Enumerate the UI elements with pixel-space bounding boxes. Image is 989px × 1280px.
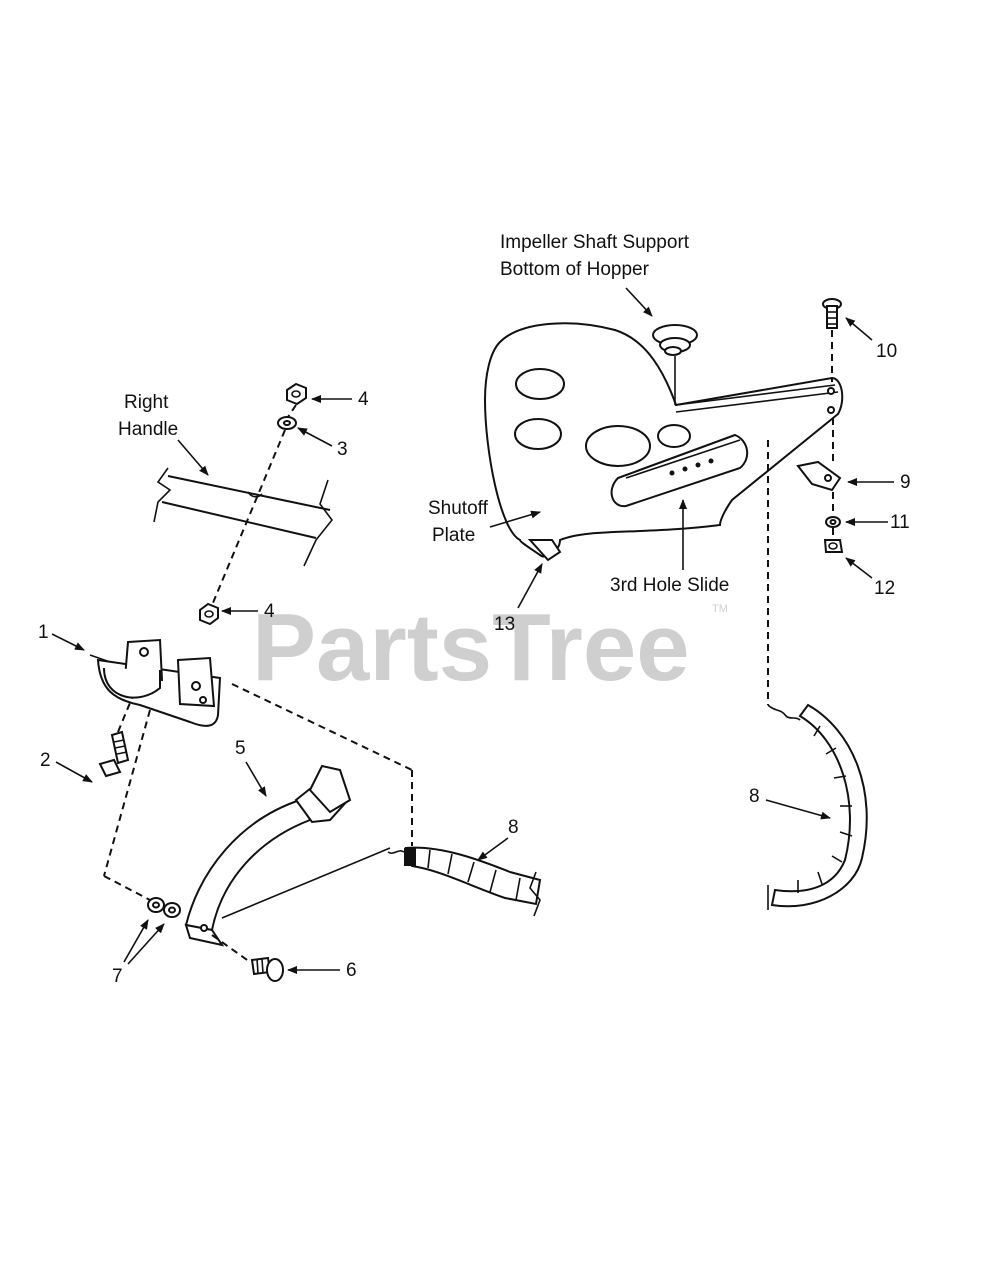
callout-1: 1 (38, 622, 85, 651)
callout-2: 2 (40, 750, 93, 783)
label-shutoff-plate: Shutoff Plate (428, 498, 541, 546)
third-hole-slide-label: 3rd Hole Slide (610, 575, 729, 596)
washer-part-11[interactable] (825, 516, 841, 528)
svg-text:4: 4 (358, 389, 369, 410)
watermark-text: PartsTree (252, 594, 690, 701)
bolt-part-2[interactable] (98, 730, 130, 778)
svg-text:11: 11 (890, 512, 910, 533)
svg-text:2: 2 (40, 750, 51, 771)
impeller-label-line2: Bottom of Hopper (500, 259, 650, 280)
right-handle-label-line1: Right (124, 392, 169, 413)
washer-part-7[interactable] (147, 897, 181, 918)
label-impeller-shaft-support: Impeller Shaft Support Bottom of Hopper (500, 232, 690, 317)
nut-part-4-bottom[interactable] (199, 602, 219, 626)
svg-text:9: 9 (900, 472, 911, 493)
shutoff-label-line2: Plate (432, 525, 475, 546)
svg-text:10: 10 (876, 341, 897, 362)
callout-10: 10 (845, 317, 897, 362)
callout-8-left: 8 (477, 817, 519, 861)
callout-6: 6 (287, 960, 357, 981)
svg-text:8: 8 (508, 817, 519, 838)
svg-text:13: 13 (494, 614, 515, 635)
svg-text:1: 1 (38, 622, 49, 643)
bracket-part-1[interactable] (89, 638, 222, 727)
callout-11: 11 (845, 512, 910, 533)
watermark-tm: TM (712, 603, 728, 615)
svg-text:7: 7 (112, 966, 123, 987)
callout-5: 5 (235, 738, 267, 797)
svg-text:4: 4 (264, 601, 275, 622)
callout-4-top: 4 (311, 389, 369, 410)
screw-part-6[interactable] (250, 956, 284, 982)
third-hole-slide-part[interactable] (610, 433, 749, 508)
callout-9: 9 (847, 472, 911, 493)
watermark: PartsTree TM (252, 594, 728, 701)
impeller-label-line1: Impeller Shaft Support (500, 232, 690, 253)
callout-3: 3 (297, 427, 348, 460)
callout-13: 13 (494, 563, 543, 635)
callout-4-bottom: 4 (221, 601, 275, 622)
callout-7: 7 (112, 919, 165, 987)
right-handle-part[interactable] (153, 467, 334, 567)
impeller-shaft-support-part[interactable] (652, 324, 698, 405)
shutoff-plate-part[interactable] (483, 322, 844, 562)
shutoff-label-line1: Shutoff (428, 498, 489, 519)
label-third-hole-slide: 3rd Hole Slide (610, 499, 729, 596)
bolt-part-10[interactable] (822, 298, 842, 382)
clip-part-9[interactable] (796, 418, 842, 492)
cable-part-8-right[interactable] (767, 440, 868, 910)
washer-part-3[interactable] (277, 416, 297, 430)
callout-12: 12 (845, 557, 895, 599)
nut-part-4-top[interactable] (286, 382, 307, 406)
svg-text:6: 6 (346, 960, 357, 981)
svg-text:3: 3 (337, 439, 348, 460)
svg-text:12: 12 (874, 578, 895, 599)
label-right-handle: Right Handle (118, 392, 209, 476)
callout-8-right: 8 (749, 786, 831, 820)
nut-part-12[interactable] (823, 492, 844, 553)
svg-text:5: 5 (235, 738, 246, 759)
right-handle-label-line2: Handle (118, 419, 178, 440)
svg-text:8: 8 (749, 786, 760, 807)
lever-part-5[interactable] (184, 764, 352, 947)
cable-part-8-left[interactable] (221, 846, 542, 919)
